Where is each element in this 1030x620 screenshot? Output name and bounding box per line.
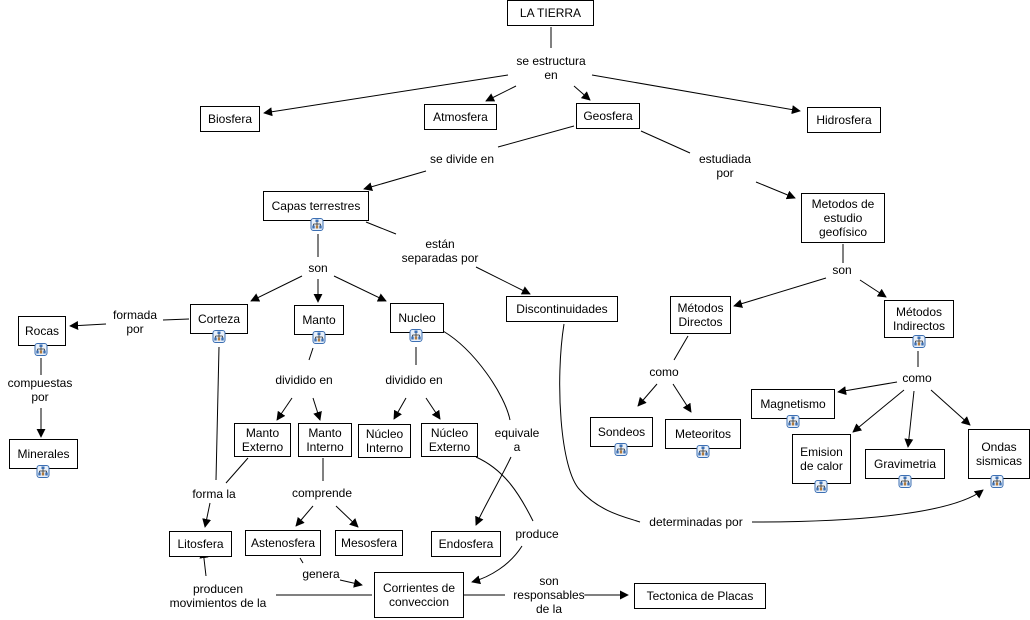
link-formada-por: formada por	[112, 308, 158, 336]
concept-mesosfera[interactable]: Mesosfera	[335, 530, 403, 556]
concept-corrientes-de-conveccion[interactable]: Corrientes de conveccion	[374, 572, 464, 618]
concept-metodos-estudio-geofisico[interactable]: Metodos de estudio geofísico	[801, 193, 885, 243]
concept-minerales[interactable]: Minerales	[9, 439, 78, 469]
concept-litosfera[interactable]: Litosfera	[169, 531, 232, 557]
submap-icon-emision[interactable]	[814, 480, 828, 493]
link-son: son	[832, 263, 852, 277]
concept-magnetismo[interactable]: Magnetismo	[751, 389, 835, 419]
link-se-estructura-en: se estructura en	[516, 54, 586, 82]
submap-icon-meteoritos[interactable]	[696, 445, 710, 458]
submap-icon-minerales[interactable]	[36, 465, 50, 478]
concept-capas-terrestres[interactable]: Capas terrestres	[263, 191, 369, 221]
link-se-divide-en: se divide en	[429, 152, 495, 166]
link-dividido-en: dividido en	[275, 373, 333, 387]
concept-manto-interno[interactable]: Manto Interno	[298, 423, 352, 457]
link-estudiada-por: estudiada por	[698, 152, 752, 180]
submap-icon-metodos-indirectos[interactable]	[912, 335, 926, 348]
submap-icon-magnetismo[interactable]	[786, 415, 800, 428]
link-produce: produce	[515, 527, 559, 541]
submap-icon-manto[interactable]	[312, 331, 326, 344]
link-forma-la: forma la	[192, 487, 236, 501]
concept-sondeos[interactable]: Sondeos	[590, 417, 653, 447]
link-comprende: comprende	[291, 486, 353, 500]
link-equivale-a: equivale a	[494, 426, 540, 454]
concept-nucleo-externo[interactable]: Núcleo Externo	[421, 423, 478, 457]
link-estan-separadas-por: están separadas por	[401, 237, 479, 265]
submap-icon-capas[interactable]	[310, 218, 324, 231]
link-como: como	[649, 365, 679, 379]
concept-corteza[interactable]: Corteza	[190, 304, 248, 334]
link-determinadas-por: determinadas por	[649, 515, 743, 529]
concept-gravimetria[interactable]: Gravimetria	[865, 449, 945, 479]
concept-manto-externo[interactable]: Manto Externo	[234, 423, 291, 457]
concept-tectonica-de-placas[interactable]: Tectonica de Placas	[634, 583, 766, 609]
concept-rocas[interactable]: Rocas	[18, 316, 66, 346]
concept-biosfera[interactable]: Biosfera	[200, 106, 260, 132]
concept-manto[interactable]: Manto	[294, 305, 344, 335]
concept-emision-de-calor[interactable]: Emision de calor	[792, 434, 851, 484]
concept-discontinuidades[interactable]: Discontinuidades	[506, 296, 618, 322]
link-son-responsables-de-la: son responsables de la	[513, 574, 585, 616]
submap-icon-gravimetria[interactable]	[898, 475, 912, 488]
concept-hidrosfera[interactable]: Hidrosfera	[807, 107, 881, 133]
submap-icon-ondas[interactable]	[990, 475, 1004, 488]
link-compuestas-por: compuestas por	[7, 376, 73, 404]
concept-metodos-indirectos[interactable]: Métodos Indirectos	[884, 300, 954, 338]
concept-la-tierra[interactable]: LA TIERRA	[507, 0, 594, 26]
link-producen-movimientos-de-la: producen movimientos de la	[169, 582, 267, 610]
link-como: como	[902, 371, 932, 385]
submap-icon-nucleo[interactable]	[409, 329, 423, 342]
concept-nucleo-interno[interactable]: Núcleo Interno	[358, 424, 411, 458]
submap-icon-corteza[interactable]	[212, 330, 226, 343]
concept-ondas-sismicas[interactable]: Ondas sismicas	[968, 429, 1030, 479]
concept-astenosfera[interactable]: Astenosfera	[245, 530, 321, 556]
link-son: son	[308, 261, 328, 275]
link-genera: genera	[302, 567, 340, 581]
concept-atmosfera[interactable]: Atmosfera	[424, 104, 497, 130]
concept-endosfera[interactable]: Endosfera	[431, 531, 501, 557]
concept-geosfera[interactable]: Geosfera	[576, 103, 640, 129]
submap-icon-rocas[interactable]	[34, 343, 48, 356]
concept-meteoritos[interactable]: Meteoritos	[665, 419, 741, 449]
link-dividido-en: dividido en	[385, 373, 443, 387]
submap-icon-sondeos[interactable]	[614, 443, 628, 456]
concept-metodos-directos[interactable]: Métodos Directos	[670, 296, 731, 334]
concept-nucleo[interactable]: Nucleo	[390, 303, 444, 333]
